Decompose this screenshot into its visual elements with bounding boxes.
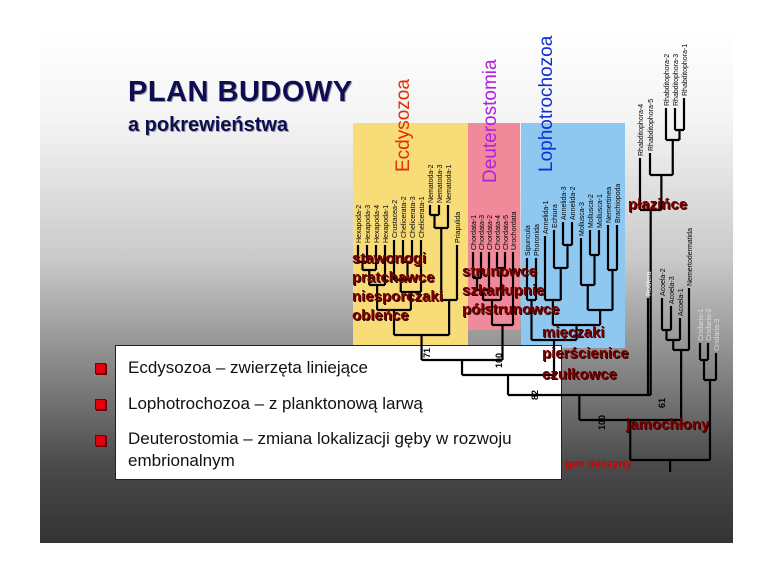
bootstrap-value: 71 [422,348,432,358]
group-label-niesporczaki: niesporczaki [352,288,443,305]
leaf-label: Annelida-2 [570,186,577,220]
group-label-mieczaki: mięczaki [542,324,605,341]
bullet-text-lophotrochozoa: Lophotrochozoa – z planktonową larwą [128,394,423,413]
leaf-label: Annelida-3 [561,186,568,220]
leaf-label: Priapulida [455,212,462,243]
leaf-label: Rotifera [646,271,653,296]
group-label-pratchawce: pratchawce [352,269,435,286]
leaf-label: Chordata-4 [495,215,502,250]
leaf-label: Crustacea-2 [392,200,399,238]
leaf-label: Nematoda-1 [446,164,453,203]
label-gen-miozyny: gen miozyny [565,458,632,470]
leaf-label: Nematoda-2 [428,164,435,203]
leaf-label: Mollusca-1 [597,194,604,228]
group-label-oblence: obleńce [352,307,409,324]
leaf-label: Chordata-5 [503,215,510,250]
leaf-label: Cnidaria-1 [698,309,705,341]
group-label-czulkowce: czułkowce [542,366,618,383]
leaf-label: Cnidaria-3 [714,319,721,351]
leaf-label: Phoronida [534,224,541,256]
leaf-label: Chelicerata-1 [419,196,426,238]
group-label-polstrunowce: półstrunowce [462,301,560,318]
bootstrap-value: 61 [657,398,667,408]
leaf-label: Nemertodermatida [687,228,694,286]
leaf-label: Chelicerata-2 [401,196,408,238]
tree-branch-path [356,98,718,472]
group-label-plazince: płazińce [628,196,688,213]
leaf-label: Sipuncula [525,225,532,256]
tree-branches [356,98,718,472]
leaf-label: Acoela-2 [660,268,667,296]
leaf-label: Hexapoda-4 [374,205,381,243]
leaf-label: Annelida-1 [543,200,550,234]
leaf-label: Chelicerata-3 [410,196,417,238]
leaf-label: Acoela-3 [669,276,676,304]
legend-box [115,345,562,480]
bullet-icon [95,435,106,446]
leaf-label: Chordata-1 [471,215,478,250]
group-label-jamochlony: jamochłony [626,416,710,433]
leaf-label: Chordata-2 [487,215,494,250]
leaf-label: Chordata-3 [479,215,486,250]
leaf-label: Rhabditophora-3 [673,54,680,106]
group-label-stawonogi: stawonogi [352,250,427,267]
bootstrap-value: 82 [530,390,540,400]
leaf-label: Rhabditophora-1 [682,44,689,96]
bullet-text-ecdysozoa: Ecdysozoa – zwierzęta liniejące [128,358,369,377]
slide-title: PLAN BUDOWY [128,76,353,108]
group-label-szkarlupnie: szkarłupnie [462,282,545,299]
leaf-label: Nematoda-3 [437,164,444,203]
leaf-label: Rhabditophora-5 [648,99,655,151]
leaf-label: Mollusca-3 [579,202,586,236]
group-label-strunowce: strunowce [462,263,538,280]
leaf-label: Urochordata [511,211,518,250]
leaf-label: Cnidaria-2 [706,309,713,341]
slide-subtitle: a pokrewieństwa [128,114,289,136]
group-label-pierscienice: pierścienice [542,345,629,362]
leaf-label: Hexapoda-1 [383,205,390,243]
leaf-label: Echiura [552,204,559,228]
leaf-label: Acoela-1 [678,288,685,316]
bootstrap-value: 100 [597,415,607,430]
leaf-label: Brachiopoda [615,184,622,223]
leaf-label: Hexapoda-2 [356,205,363,243]
bullet-icon [95,399,106,410]
leaf-label: Hexapoda-3 [365,205,372,243]
leaf-label: Mollusca-2 [588,194,595,228]
bullet-text-deuterostomia: Deuterostomia – zmiana lokalizacji gęby … [128,429,512,470]
bullet-icon [95,363,106,374]
leaf-label: Nemertinea [606,187,613,223]
leaf-label: Rhabditophora-4 [638,104,645,156]
leaf-label: Rhabditophora-2 [664,54,671,106]
deuterostomia-box [468,123,520,330]
bootstrap-value: 100 [494,353,504,368]
